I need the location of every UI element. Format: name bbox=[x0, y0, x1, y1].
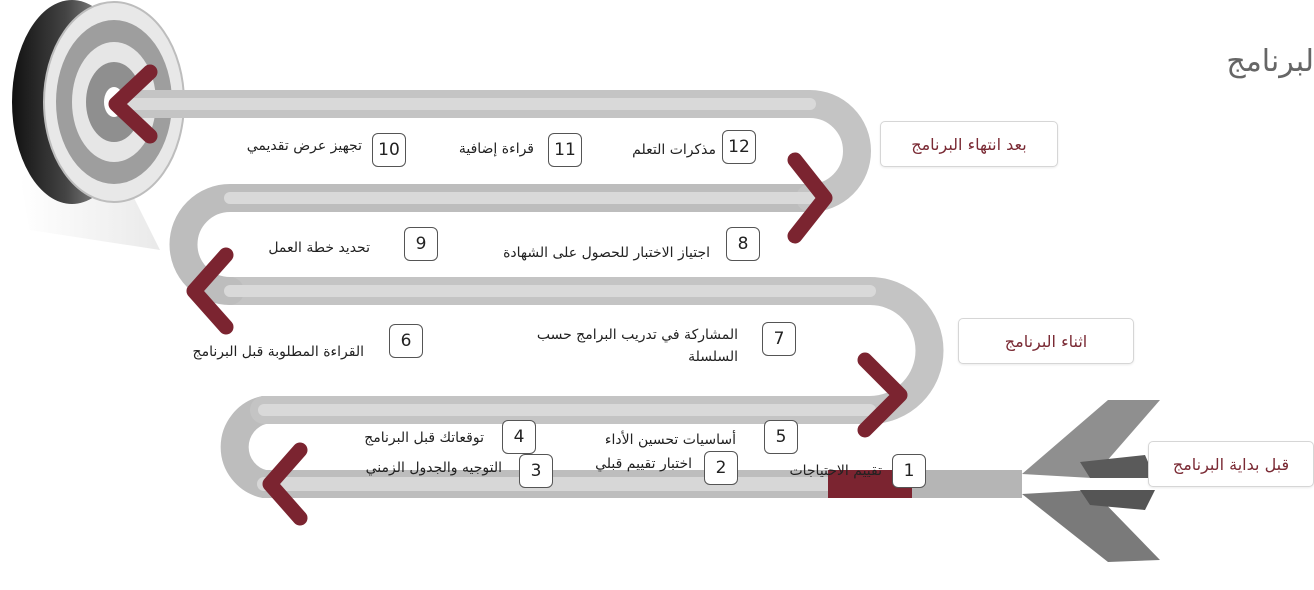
phase-after: بعد انتهاء البرنامج bbox=[880, 121, 1058, 167]
step-5-number: 5 bbox=[764, 420, 798, 454]
step-11-number: 11 bbox=[548, 133, 582, 167]
step-5-label: أساسيات تحسين الأداء bbox=[604, 432, 736, 448]
step-3-number: 3 bbox=[519, 454, 553, 488]
chevron-left-icon bbox=[108, 64, 158, 144]
phase-before: قبل بداية البرنامج bbox=[1148, 441, 1314, 487]
step-9-number: 9 bbox=[404, 227, 438, 261]
step-12-label: مذكرات التعلم bbox=[632, 142, 716, 158]
step-9-label: تحديد خطة العمل bbox=[268, 240, 370, 256]
step-6-number: 6 bbox=[389, 324, 423, 358]
step-12-number: 12 bbox=[722, 130, 756, 164]
step-10-number: 10 bbox=[372, 133, 406, 167]
target-icon bbox=[12, 0, 185, 250]
step-1-label: تقييم الاحتياجات bbox=[789, 463, 882, 479]
step-4-label: توقعاتك قبل البرنامج bbox=[364, 430, 484, 446]
step-6-label: القراءة المطلوبة قبل البرنامج bbox=[192, 344, 364, 360]
step-8-number: 8 bbox=[726, 227, 760, 261]
step-2-label: اختبار تقييم قبلي bbox=[595, 456, 692, 472]
step-4-number: 4 bbox=[502, 420, 536, 454]
chevron-icons bbox=[108, 64, 908, 526]
step-7-number: 7 bbox=[762, 322, 796, 356]
step-10-label: تجهيز عرض تقديمي bbox=[246, 138, 362, 154]
chevron-left-icon bbox=[186, 247, 234, 335]
page-title: لبرنامج bbox=[1226, 44, 1314, 79]
chevron-right-icon bbox=[787, 152, 833, 244]
step-3-label: التوجيه والجدول الزمني bbox=[365, 460, 502, 476]
step-1-number: 1 bbox=[892, 454, 926, 488]
step-8-label: اجتياز الاختبار للحصول على الشهادة bbox=[503, 245, 710, 261]
step-7-label: المشاركة في تدريب البرامج حسب السلسلة bbox=[536, 327, 738, 365]
chevron-left-icon bbox=[262, 442, 308, 526]
step-2-number: 2 bbox=[704, 451, 738, 485]
chevron-right-icon bbox=[857, 352, 908, 438]
phase-during: اثناء البرنامج bbox=[958, 318, 1134, 364]
step-11-label: قراءة إضافية bbox=[458, 141, 534, 157]
